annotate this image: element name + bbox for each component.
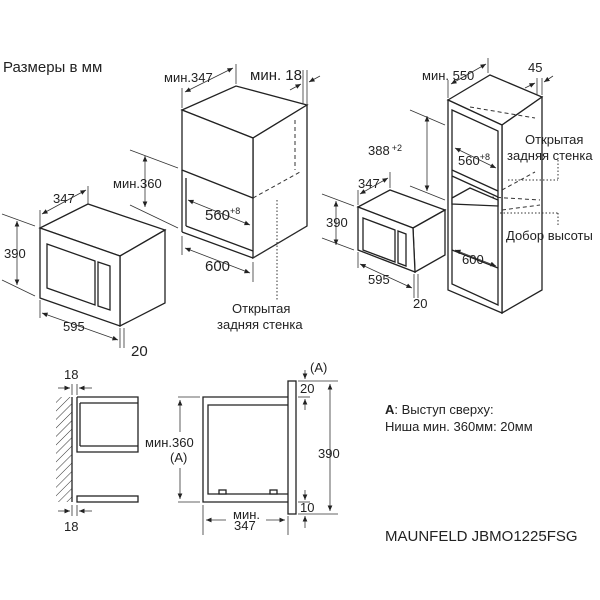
microwave-right-view: 347 390 595 20: [321, 172, 447, 311]
wall-section-view: 18 18: [56, 367, 139, 534]
min-depth-label-1: мин.: [233, 507, 260, 522]
open-back-note-1: Открытая: [525, 132, 583, 147]
min-depth-label: мин.347: [164, 70, 213, 85]
bottom-thickness-label: 18: [64, 519, 78, 534]
cabinet-width-label: 600: [462, 252, 484, 267]
open-back-note-1: Открытая: [232, 301, 290, 316]
column-cabinet-view: мин. 550 45 388+2 560+8 Открытая задняя …: [368, 58, 593, 315]
side-section-view: мин.360 (A) (A) 20 390 10 мин. 347: [145, 360, 340, 535]
cabinet-width-label: 600: [205, 258, 230, 275]
top-ref-label: (A): [310, 360, 327, 375]
bottom-overhang-label: 10: [300, 500, 314, 515]
microwave-left-view: 347 390 595 20: [1, 186, 167, 360]
min-niche-label: мин.360: [145, 435, 194, 450]
wall-cabinet-view: мин.347 мин. 18 мин.360 560+8 600 Открыт…: [113, 64, 321, 332]
height-label: 390: [318, 446, 340, 461]
min-depth-label: мин. 550: [422, 68, 474, 83]
width-label: 595: [63, 319, 85, 334]
note-line-1: A: Выступ сверху:: [385, 402, 494, 417]
height-label: 390: [4, 246, 26, 261]
min-height-label: мин.360: [113, 176, 162, 191]
open-back-note-2: задняя стенка: [507, 148, 593, 163]
depth-label: 347: [358, 176, 380, 191]
model-name: MAUNFELD JBMO1225FSG: [385, 528, 578, 545]
side-label: 45: [528, 60, 542, 75]
panel-label: 20: [413, 296, 427, 311]
niche-width-label: 560+8: [458, 152, 490, 168]
min-depth-label-2: 347: [234, 518, 256, 533]
height-filler-note: Добор высоты: [506, 228, 593, 243]
depth-label: 347: [53, 191, 75, 206]
width-label: 595: [368, 272, 390, 287]
panel-label: 20: [131, 343, 148, 360]
diagram-title: Размеры в мм: [3, 59, 102, 76]
open-back-note-2: задняя стенка: [217, 317, 303, 332]
niche-width-label: 560+8: [205, 206, 240, 224]
height-label: 390: [326, 215, 348, 230]
top-overhang-label: 20: [300, 381, 314, 396]
niche-height-label: 388+2: [368, 143, 402, 158]
note-line-2: Ниша мин. 360мм: 20мм: [385, 419, 533, 434]
top-thickness-label: 18: [64, 367, 78, 382]
min-side-label: мин. 18: [250, 67, 302, 84]
min-niche-ref: (A): [170, 450, 187, 465]
